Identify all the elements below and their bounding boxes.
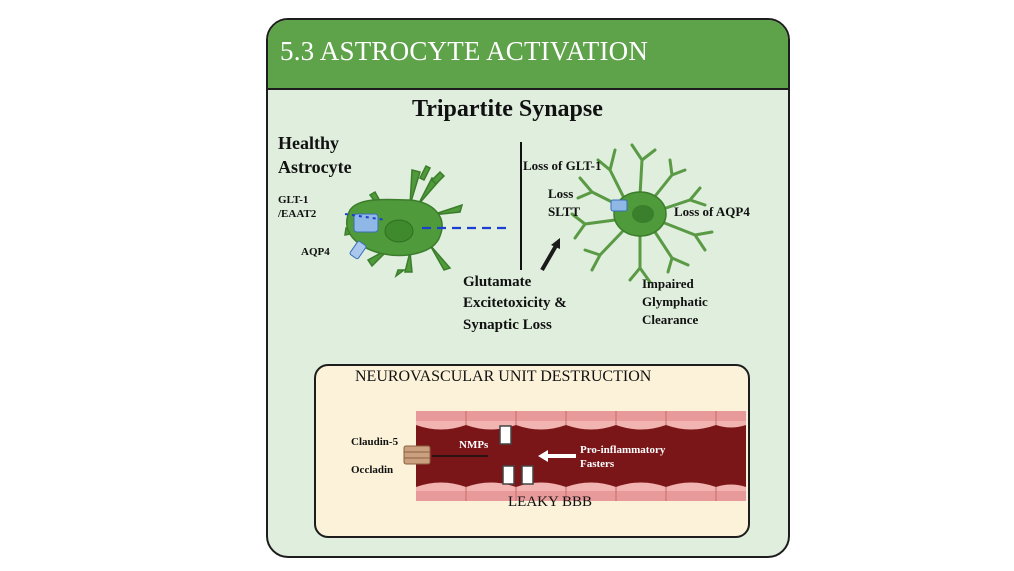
loss-aqp4-label: Loss of AQP4 — [674, 204, 750, 219]
nmp-marker-lower-left — [502, 465, 515, 485]
nmps-label: NMPs — [459, 439, 489, 451]
aqp4-label: AQP4 — [301, 246, 330, 258]
nvu-title: NEUROVASCULAR UNIT DESTRUCTION — [355, 368, 652, 385]
proinflammatory-arrow-head — [538, 450, 548, 462]
slide-header: 5.3 ASTROCYTE ACTIVATION — [268, 20, 788, 90]
glt1-transporter-icon — [353, 213, 379, 233]
tripartite-title: Tripartite Synapse — [412, 96, 603, 122]
glutamate-line2: Excitetoxicity & — [463, 295, 567, 311]
leaky-bbb-label: LEAKY BBB — [508, 494, 593, 510]
healthy-heading-line2: Astrocyte — [278, 157, 352, 177]
impaired-line3: Clearance — [642, 312, 699, 327]
blood-vessel-illustration — [416, 411, 746, 501]
tight-junction-icon — [403, 445, 431, 465]
impaired-line2: Glymphatic — [642, 294, 708, 309]
reactive-astrocyte-illustration — [570, 143, 714, 284]
nmp-marker-upper — [499, 425, 512, 445]
aqp4-channel-icon — [349, 240, 367, 260]
healthy-heading-line1: Healthy — [278, 133, 339, 153]
glt1-label-line1: GLT-1 — [278, 194, 309, 206]
healthy-nucleus — [384, 219, 414, 243]
loss-sltt-line2: SLTT — [548, 204, 581, 219]
claudin-label: Claudin-5 — [351, 436, 399, 448]
occladin-label: Occladin — [351, 464, 394, 476]
loss-sltt-line1: Loss — [548, 186, 574, 201]
glutamate-line1: Glutamate — [463, 274, 532, 290]
loss-glt1-label: Loss of GLT-1 — [523, 158, 602, 173]
proinflammatory-line1: Pro-inflammatory — [580, 444, 666, 456]
nmp-marker-lower-right — [521, 465, 534, 485]
progression-arrow-head — [551, 238, 560, 249]
slide-title: 5.3 ASTROCYTE ACTIVATION — [280, 36, 649, 66]
glutamate-line3: Synaptic Loss — [463, 317, 552, 333]
progression-arrow — [540, 243, 559, 271]
reactive-nucleus — [632, 205, 654, 223]
glt1-label-line2: /EAAT2 — [278, 208, 317, 220]
impaired-line1: Impaired — [642, 276, 694, 291]
proinflammatory-line2: Fasters — [580, 458, 615, 470]
reduced-transporter-icon — [610, 199, 628, 212]
